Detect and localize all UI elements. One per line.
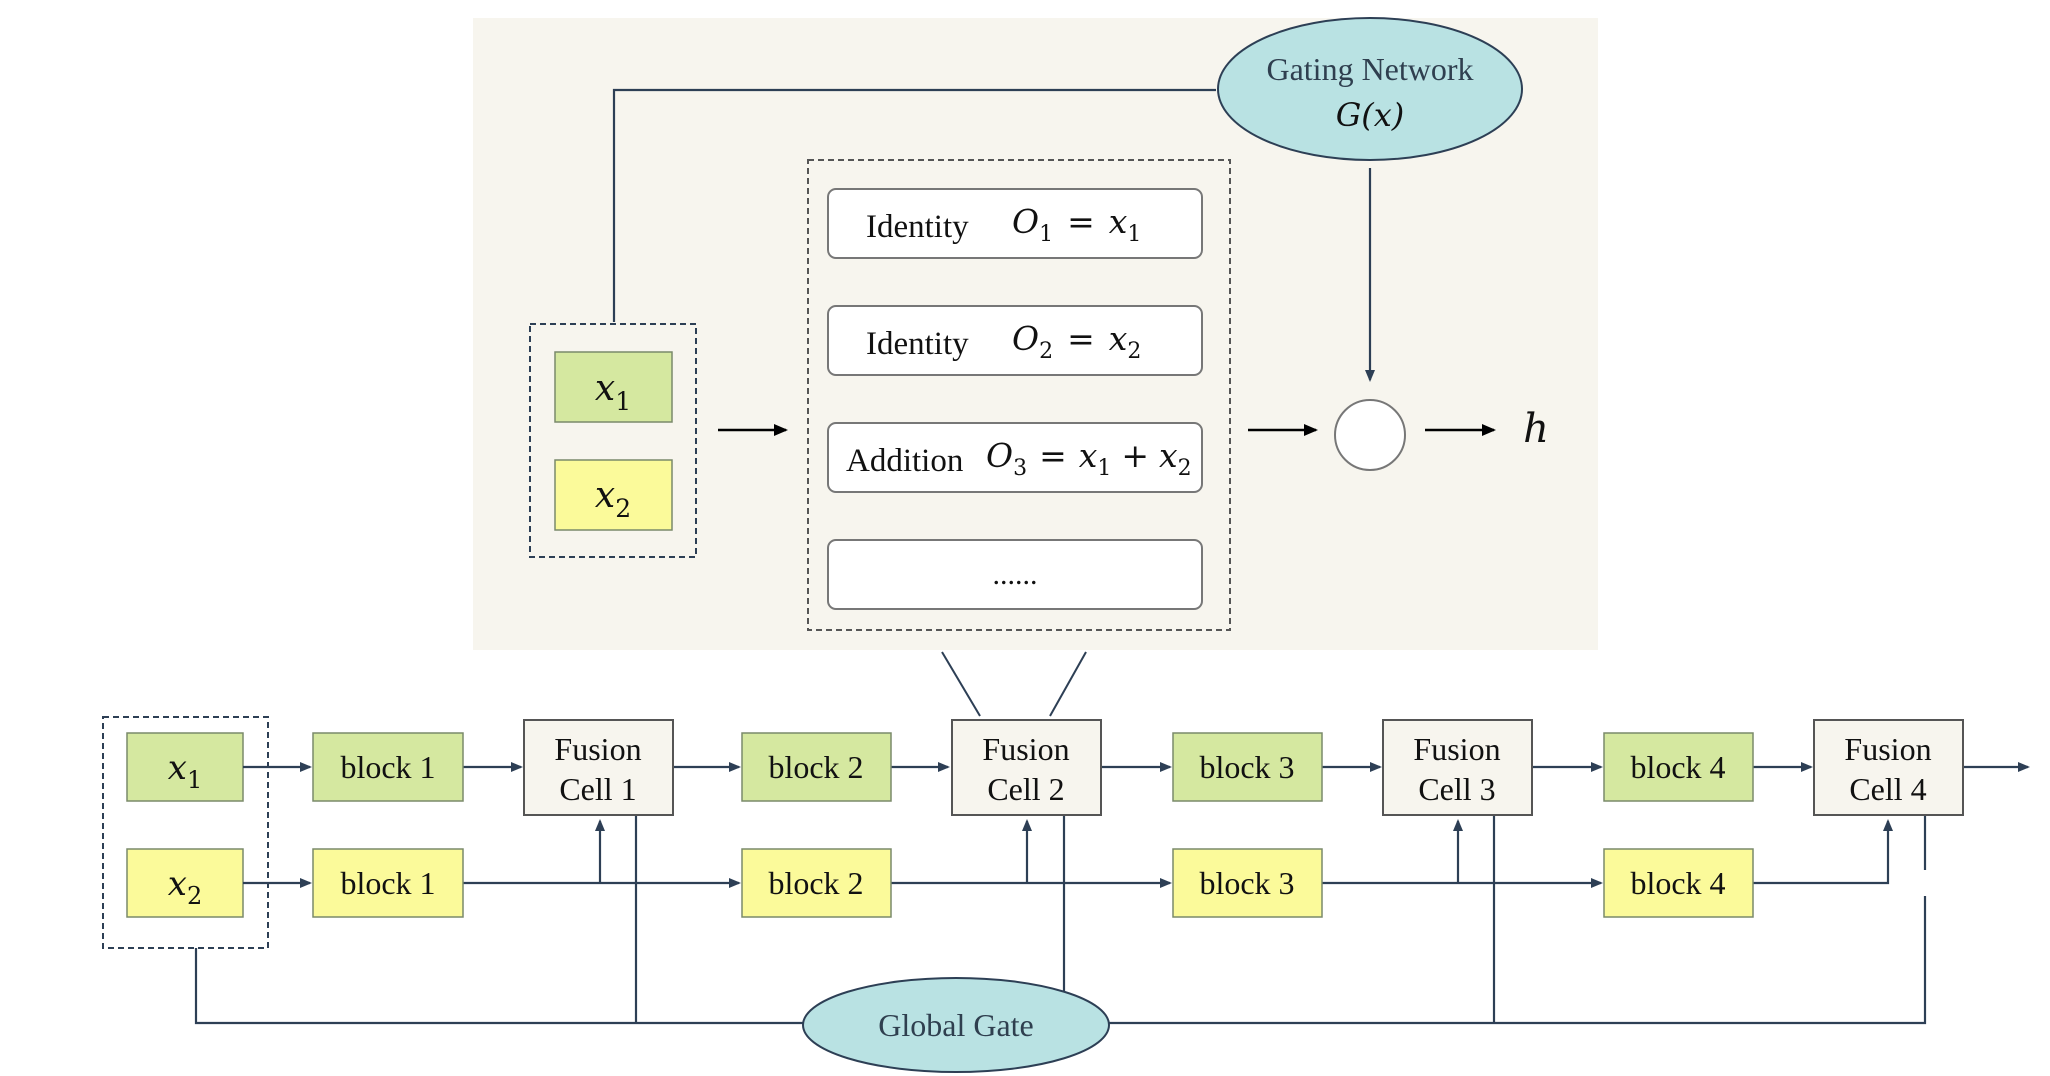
operation-formula: O3=x1+x2 [986, 436, 1192, 481]
zoom-inputs-group [529, 323, 697, 558]
weighted-combiner-circle [1334, 399, 1406, 471]
svg-text:Cell 3: Cell 3 [1418, 771, 1495, 807]
svg-text:block 3: block 3 [1199, 865, 1294, 901]
fusion-cell-1: Fusion Cell 1 [523, 719, 674, 816]
svg-text:block 4: block 4 [1630, 749, 1725, 785]
fusion-cell-4: Fusion Cell 4 [1813, 719, 1964, 816]
svg-text:block 2: block 2 [768, 749, 863, 785]
operation-identity-1: Identity O1=x1 [827, 188, 1203, 259]
bottom-block-4: block 4 [1603, 848, 1754, 918]
operation-identity-2: Identity O2=x2 [827, 305, 1203, 376]
gating-network: Gating Network G(x) [1217, 17, 1523, 161]
svg-text:Cell 2: Cell 2 [987, 771, 1064, 807]
pipeline-inputs-group [102, 716, 269, 949]
global-gate-label: Global Gate [878, 1007, 1034, 1043]
pipeline-input-x1: x1 [126, 732, 244, 802]
svg-text:Fusion: Fusion [982, 731, 1069, 767]
zoom-callout-right [1049, 651, 1087, 717]
top-block-1: block 1 [312, 732, 464, 802]
fusion-cell-2: Fusion Cell 2 [951, 719, 1102, 816]
bottom-block-2: block 2 [741, 848, 892, 918]
svg-text:Cell 4: Cell 4 [1849, 771, 1926, 807]
zoom-callout-left [941, 651, 981, 717]
svg-text:Fusion: Fusion [554, 731, 641, 767]
operation-name: Identity [866, 326, 969, 362]
block4-bottom-to-fusion4 [1753, 819, 1893, 885]
top-block-3: block 3 [1172, 732, 1323, 802]
svg-text:Cell 1: Cell 1 [559, 771, 636, 807]
bottom-block-1: block 1 [312, 848, 464, 918]
operations-group [807, 159, 1231, 631]
svg-text:block 3: block 3 [1199, 749, 1294, 785]
zoom-input-x1: x1 [554, 351, 673, 423]
top-block-4: block 4 [1603, 732, 1754, 802]
svg-text:x1: x1 [168, 748, 202, 794]
gating-network-formula: G(x) [1336, 96, 1405, 134]
gating-network-label: Gating Network [1266, 51, 1473, 87]
svg-text:Fusion: Fusion [1844, 731, 1931, 767]
operation-more: ...... [827, 539, 1203, 610]
operation-formula: O2=x2 [1012, 319, 1141, 364]
gating-input-connector [612, 88, 1216, 322]
output-h: h [1523, 406, 1549, 452]
operation-formula: O1=x1 [1012, 202, 1141, 247]
global-gate: Global Gate [802, 977, 1110, 1073]
operation-name: Addition [846, 443, 963, 479]
svg-text:block 2: block 2 [768, 865, 863, 901]
pipeline-input-x2: x2 [126, 848, 244, 918]
bottom-block-3: block 3 [1172, 848, 1323, 918]
operation-name: Identity [866, 209, 969, 245]
top-block-2: block 2 [741, 732, 892, 802]
svg-text:x2: x2 [168, 864, 202, 910]
operation-ellipsis: ...... [993, 558, 1038, 591]
zoom-input-x2: x2 [554, 459, 673, 531]
svg-text:x1: x1 [595, 368, 631, 416]
svg-text:block 1: block 1 [340, 865, 435, 901]
svg-text:block 1: block 1 [340, 749, 435, 785]
svg-text:block 4: block 4 [1630, 865, 1725, 901]
operation-addition: Addition O3=x1+x2 [827, 422, 1203, 493]
svg-text:x2: x2 [595, 475, 631, 523]
fusion-cell-3: Fusion Cell 3 [1382, 719, 1533, 816]
svg-text:Fusion: Fusion [1413, 731, 1500, 767]
